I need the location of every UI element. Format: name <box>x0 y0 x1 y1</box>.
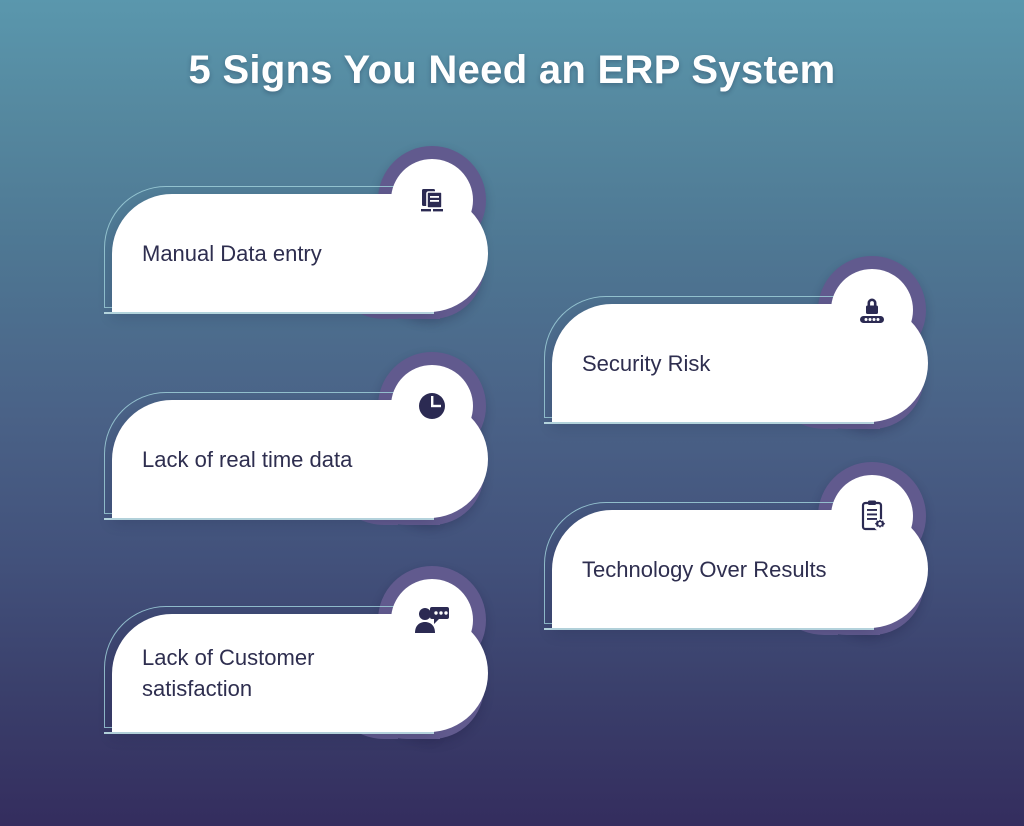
password-lock-icon <box>831 269 913 351</box>
sign-card-lack-of-real-time-data[interactable]: Lack of real time data <box>96 352 488 527</box>
card-sheet <box>552 510 928 628</box>
card-underline <box>544 422 874 424</box>
card-underline <box>104 732 434 734</box>
card-underline <box>104 518 434 520</box>
card-sheet <box>112 614 488 732</box>
card-label: Security Risk <box>582 350 711 376</box>
clock-icon <box>391 365 473 447</box>
card-label: Manual Data entry <box>142 240 322 266</box>
card-label: Lack of Customer satisfaction <box>142 645 315 701</box>
clipboard-gear-icon <box>831 475 913 557</box>
card-label: Technology Over Results <box>582 556 827 582</box>
sign-card-lack-of-customer-satisfaction[interactable]: Lack of Customer satisfaction <box>96 566 488 741</box>
document-copy-icon <box>391 159 473 241</box>
card-label: Lack of real time data <box>142 446 353 472</box>
card-underline <box>104 312 434 314</box>
page-title: 5 Signs You Need an ERP System <box>188 48 836 92</box>
card-underline <box>544 628 874 630</box>
sign-card-technology-over-results[interactable]: Technology Over Results <box>536 462 928 637</box>
sign-card-security-risk[interactable]: Security Risk <box>536 256 928 431</box>
sign-card-manual-data-entry[interactable]: Manual Data entry <box>96 146 488 321</box>
customer-feedback-icon <box>391 579 473 661</box>
